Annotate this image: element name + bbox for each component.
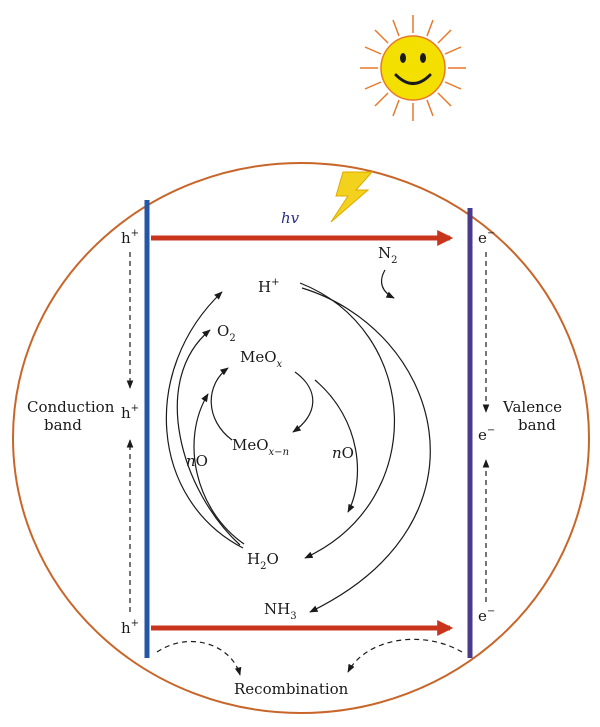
sun-icon xyxy=(360,15,466,121)
meox-to-meoxn-arrow xyxy=(292,371,314,433)
h2o-to-h-ion-arrow xyxy=(165,291,244,549)
h-ion-to-h2o-arrow xyxy=(299,282,396,559)
electron-label-top: e− xyxy=(478,228,495,247)
conduction-band-label: Conduction xyxy=(27,398,115,416)
n2-incoming-arrow xyxy=(381,269,395,299)
meox-label: MeOx xyxy=(240,348,283,370)
valence-band-label-2: band xyxy=(518,416,556,434)
meoxn-label: MeOx−n xyxy=(232,436,289,458)
o2-label: O2 xyxy=(217,322,236,344)
h2o-label: H2O xyxy=(247,550,279,572)
h-ion-label: H+ xyxy=(258,277,279,296)
valence-band-label: Valence xyxy=(502,398,562,416)
lightning-bolt-icon xyxy=(330,171,374,223)
no-label-left: nO xyxy=(186,452,208,470)
hv-label: hv xyxy=(281,209,300,227)
meox-to-h2o-arrow xyxy=(314,379,358,513)
recombination-label: Recombination xyxy=(234,680,349,698)
electron-label-middle: e− xyxy=(478,425,495,444)
h2o-to-o2-arrow xyxy=(176,329,241,546)
conduction-band-label-2: band xyxy=(44,416,82,434)
electron-label-bottom: e− xyxy=(478,606,495,625)
hole-label-middle: h+ xyxy=(121,403,139,422)
hole-label-top: h+ xyxy=(121,228,139,247)
recombination-arrow-left xyxy=(156,641,242,676)
no-left-arrow xyxy=(193,393,245,545)
n2-to-nh3-arrow xyxy=(301,287,431,613)
no-label-right: nO xyxy=(332,444,354,462)
reaction-circle xyxy=(12,162,590,714)
recombination-arrow-right xyxy=(347,638,463,673)
hole-label-bottom: h+ xyxy=(121,618,139,637)
meoxn-to-meox-arrow xyxy=(210,367,233,441)
nh3-label: NH3 xyxy=(264,600,297,622)
n2-label: N2 xyxy=(378,244,398,266)
